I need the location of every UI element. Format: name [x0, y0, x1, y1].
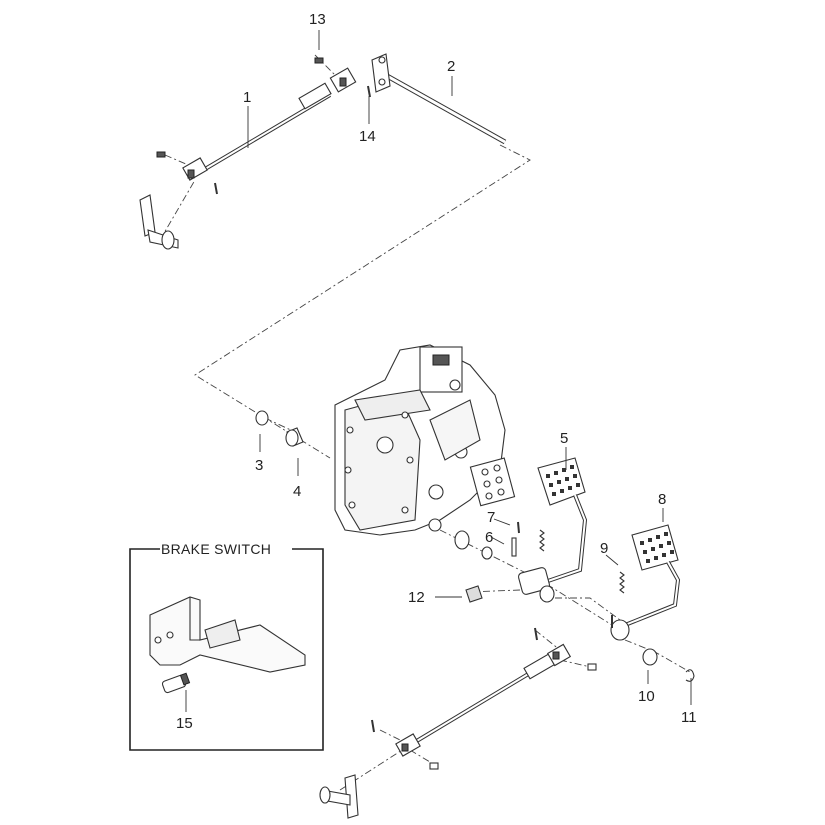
callout-6: 6 — [485, 529, 493, 546]
callout-12: 12 — [408, 589, 425, 606]
callout-3: 3 — [255, 457, 263, 474]
callouts: 1 2 3 4 5 6 7 8 9 10 11 12 13 14 15 — [176, 11, 697, 732]
transmission-housing — [334, 344, 516, 536]
bushing-lower — [454, 530, 493, 560]
callout-7: 7 — [487, 509, 495, 526]
brake-switch-inset: BRAKE SWITCH — [129, 541, 324, 751]
brake-rod-lower — [371, 627, 597, 770]
callout-13: 13 — [309, 11, 326, 28]
callout-15: 15 — [176, 715, 193, 732]
spring-9 — [619, 571, 625, 594]
bellcrank-lower — [319, 774, 359, 819]
cross-shaft — [314, 53, 507, 145]
spring-pin-7 — [517, 521, 520, 534]
callout-9: 9 — [600, 540, 608, 557]
washer-10 — [642, 648, 658, 666]
callout-1: 1 — [243, 89, 251, 106]
pin-6 — [511, 537, 517, 557]
brake-rod-upper — [156, 67, 357, 195]
bolt-12 — [465, 585, 483, 603]
o-ring-3 — [255, 410, 269, 426]
callout-4: 4 — [293, 483, 301, 500]
bellcrank-upper-left — [139, 194, 179, 250]
callout-8: 8 — [658, 491, 666, 508]
bushing-4 — [285, 427, 304, 447]
inset-title: BRAKE SWITCH — [161, 541, 271, 557]
brake-pedal-right — [610, 524, 681, 641]
spring-left — [539, 529, 545, 552]
callout-10: 10 — [638, 688, 655, 705]
callout-14: 14 — [359, 128, 376, 145]
callout-2: 2 — [447, 58, 455, 75]
callout-5: 5 — [560, 430, 568, 447]
callout-11: 11 — [681, 709, 697, 726]
clip-11 — [685, 669, 695, 682]
leader-lines — [185, 30, 692, 712]
brake-switch-15 — [161, 672, 191, 694]
brake-pedal-left — [517, 457, 588, 603]
